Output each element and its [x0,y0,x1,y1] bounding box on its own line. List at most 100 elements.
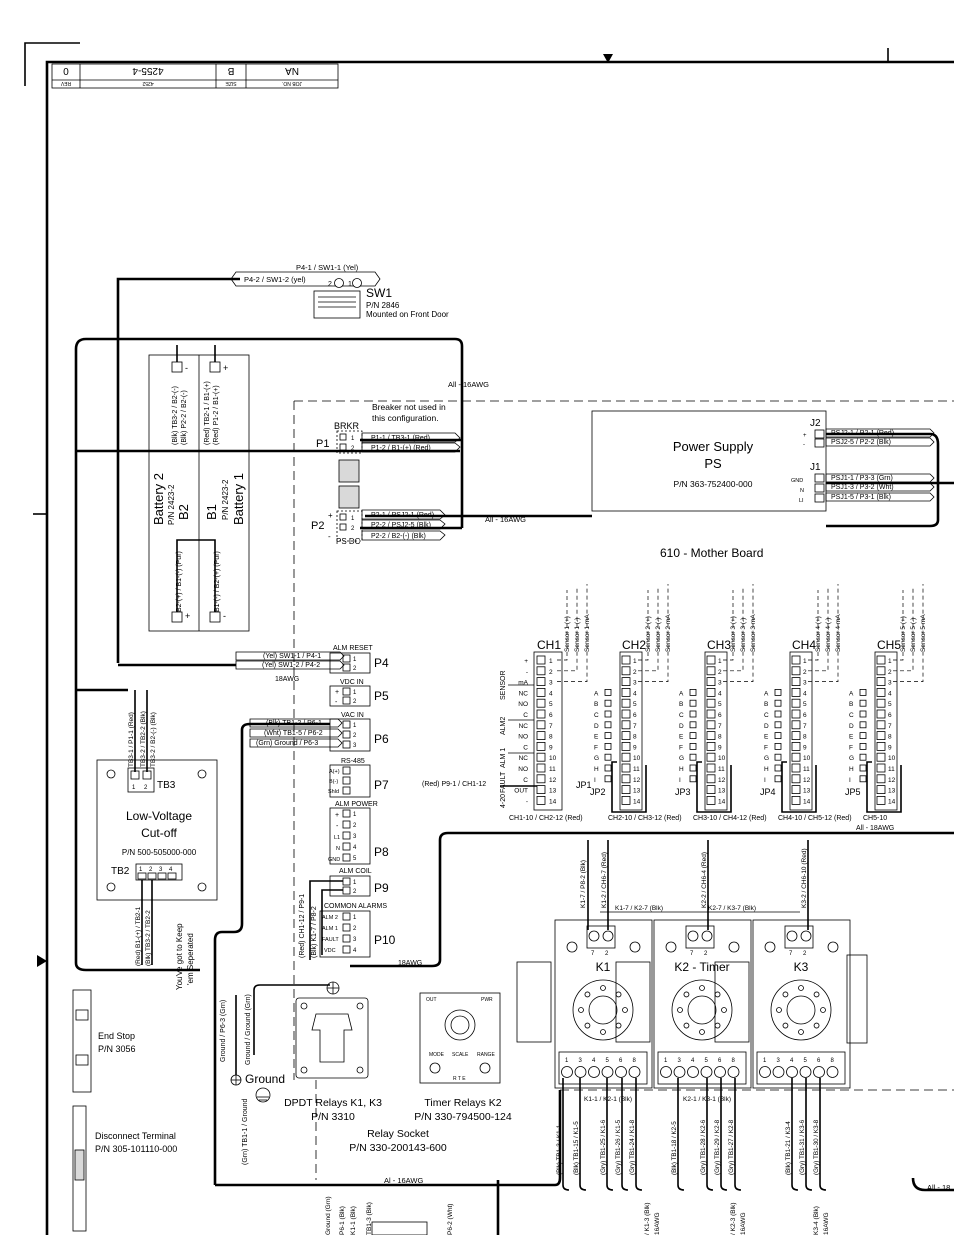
svg-text:4: 4 [169,867,173,873]
svg-text:P10: P10 [374,933,396,947]
svg-text:8: 8 [633,1058,637,1064]
svg-text:P5: P5 [374,689,389,703]
relay-lead [579,1078,587,1191]
relay-label: K3 [794,960,809,974]
ch1-pin-num: 11 [549,766,556,773]
svg-text:ALM2: ALM2 [500,717,507,735]
channel-pin [876,763,886,773]
channel-pin-num: 9 [718,744,722,751]
jumper-letter: I [849,777,851,784]
jumper-box [689,721,697,729]
svg-text:P2: P2 [311,520,324,532]
svg-text:18AWG: 18AWG [398,960,422,967]
channel-pin [621,763,631,773]
channel-pin [706,720,716,730]
jumper-letter: I [764,777,766,784]
jumper-letter: F [764,744,768,751]
channel-pin [791,655,801,665]
channel-pin [791,709,801,719]
svg-text:2: 2 [353,666,357,672]
channel-pin-num: 7 [718,723,722,730]
sensor-label: Sensor 3 (+) [730,616,737,652]
power-supply: Power Supply PS P/N 363-752400-000 J2 J1… [591,410,935,512]
ch1-pin-label: - [526,798,528,805]
svg-text:5: 5 [353,856,357,862]
jumper-letter: D [764,723,769,730]
channel-pin-num: 1 [803,658,807,665]
sw1-label: SW1 [366,286,392,300]
ch1-pin-num: 8 [549,734,553,741]
svg-text:SIZE: SIZE [225,80,237,86]
jumper-label: JP5 [845,787,861,797]
jumper-letter: C [594,712,599,719]
channel-pin-num: 11 [633,766,640,773]
svg-text:3: 3 [353,937,357,943]
captions: DPDT Relays K1, K3 P/N 3310 Timer Relays… [284,1097,950,1192]
channel-bottom-wire: CH5-10 [863,815,887,822]
channel-pin [621,774,631,784]
svg-text:+: + [335,689,339,696]
svg-text:OUT: OUT [426,997,437,1003]
svg-text:4: 4 [353,845,357,851]
relay-lead-label: (Gry) TB1-24 / K1-8 [629,1119,636,1175]
svg-text:GND: GND [791,478,803,484]
channel-pin [876,688,886,697]
svg-text:(Red) TB2-1 / B1-(+): (Red) TB2-1 / B1-(+) [204,381,211,445]
sensor-label: Sensor 1 (-) [574,618,581,652]
svg-text:1: 1 [351,436,355,442]
svg-text:All - 18AWG: All - 18AWG [856,825,894,832]
jumper-letter: H [764,766,769,773]
svg-text:CH1-10 / CH2-12 (Red): CH1-10 / CH2-12 (Red) [509,815,583,822]
svg-text:1: 1 [664,1058,668,1064]
channel-pin [876,677,886,686]
channel-pin [876,655,886,665]
jumper-letter: C [849,712,854,719]
sensor-label: Sensor 4 (-) [825,618,832,652]
relay-octal-base [572,979,634,1041]
ch1-pin-num: 4 [549,690,553,697]
jumper-box [689,699,697,707]
channel-pin [706,774,716,784]
ch1-pin-num: 12 [549,777,557,784]
channel-pin-num: 12 [888,777,896,784]
svg-text:(Blk) K1-7 / P8-2: (Blk) K1-7 / P8-2 [311,906,318,958]
channel-pin [876,720,886,730]
mount-hole [629,941,641,953]
channel-strip [874,651,898,811]
relay-lead [706,1078,714,1191]
channel-pin-num: 14 [888,798,896,805]
sensor-lead [638,590,649,661]
ch1-pin-label: NO [518,766,528,773]
svg-text:B2-(+) / B1-(-) (Pur): B2-(+) / B1-(-) (Pur) [176,551,183,612]
relay-lead-label: (Blk) TB1-21 / K3-4 [785,1121,792,1175]
jumper-box [604,775,612,783]
relay-lead-label: (Gry) TB1-25 / K1-6 [600,1119,607,1175]
svg-text:1: 1 [353,915,357,921]
channel-pin-num: 11 [718,766,725,773]
channel-pin [706,796,716,805]
relay-lead-label: (Blk) TB1-15 / K1-5 [573,1121,580,1175]
svg-text:P1-2 / B1-(+) (Red): P1-2 / B1-(+) (Red) [371,445,431,452]
svg-text:8: 8 [831,1058,835,1064]
svg-text:J2: J2 [810,418,821,429]
channel-pin [791,752,801,762]
relay-lead [606,1078,614,1191]
title-block: 0 4255-4 B NA REV 4252 SIZE JOB NO. [51,63,339,89]
svg-text:P/N 363-752400-000: P/N 363-752400-000 [674,479,753,489]
svg-text:ALM POWER: ALM POWER [335,801,378,808]
jumper-letter: A [764,690,769,697]
svg-text:PSJ2-1 / P2-1 (Red): PSJ2-1 / P2-1 (Red) [831,430,894,437]
ch1-pin [536,698,546,708]
ch1-label: CH1 [537,638,561,652]
jumper-box [774,689,782,696]
svg-text:(Grn) Ground / P6-3: (Grn) Ground / P6-3 [256,740,318,747]
svg-text:DPDT Relays K1, K3: DPDT Relays K1, K3 [284,1097,382,1109]
jumper-box [859,743,867,750]
svg-text:P/N 3056: P/N 3056 [98,1044,136,1054]
svg-text:1: 1 [353,690,357,696]
disconnect-terminal: Disconnect Terminal P/N 305-101110-000 [72,1105,177,1232]
channel-pin [706,731,716,740]
svg-text:VDC: VDC [324,948,336,954]
